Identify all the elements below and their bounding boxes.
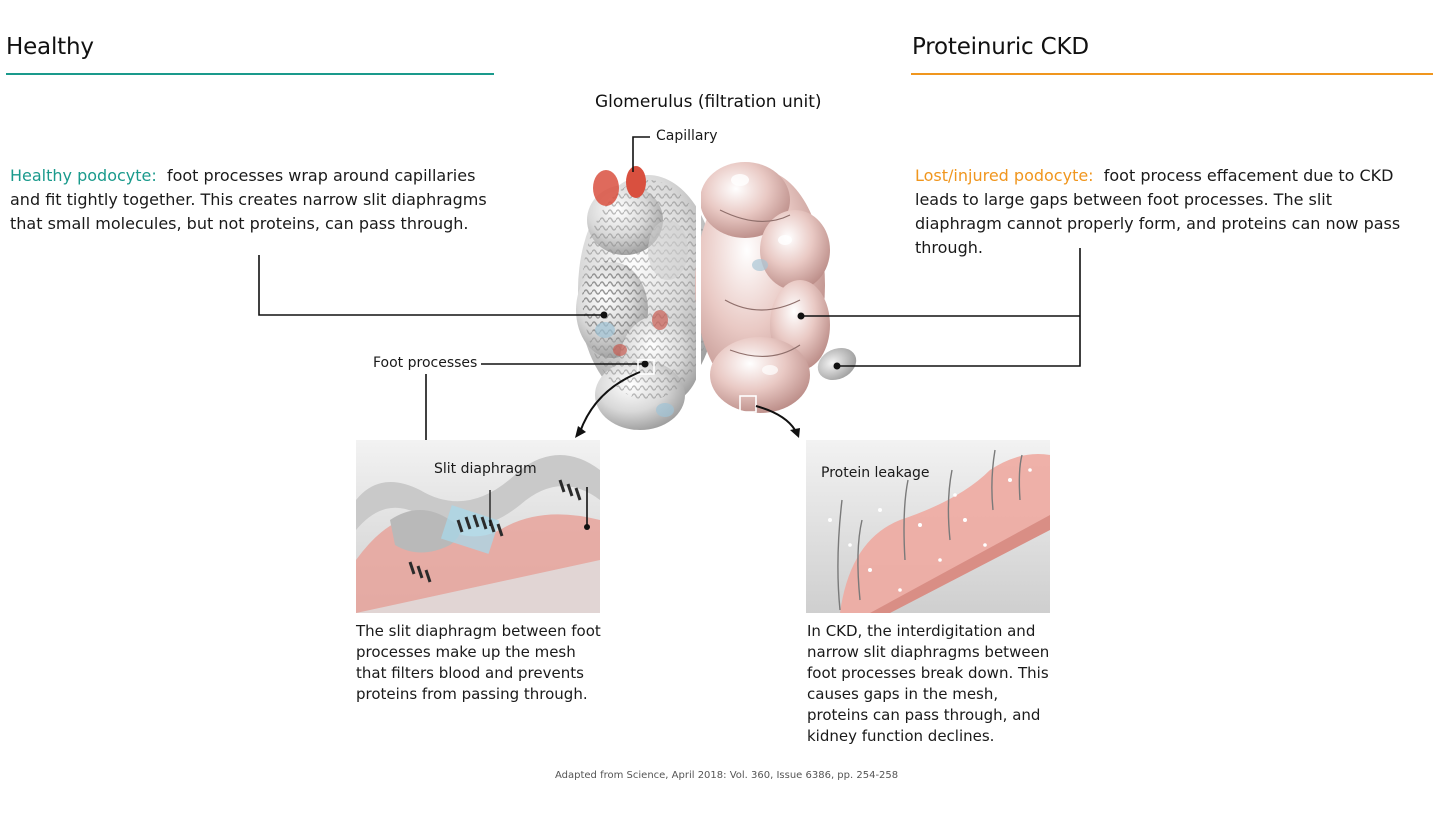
healthy-leader-line (258, 255, 604, 316)
glomerulus-title-rest: (filtration unit) (697, 92, 822, 112)
foot-processes-leader-dot (641, 360, 649, 368)
protein-leakage-label: Protein leakage (821, 465, 930, 481)
healthy-zoom-arrow (579, 371, 641, 433)
source-credit: Adapted from Science, April 2018: Vol. 3… (555, 770, 899, 781)
glomerulus-healthy-half (576, 166, 718, 430)
ckd-caption: In CKD, the interdigitation and narrow s… (807, 622, 1050, 745)
glomerulus-ckd-half (695, 162, 830, 413)
healthy-heading-rule (6, 73, 494, 75)
ckd-zoom-box (739, 395, 757, 413)
ckd-heading-rule (911, 73, 1433, 75)
healthy-zoom-box (637, 359, 655, 375)
healthy-heading: Healthy (6, 34, 94, 60)
ckd-body: foot process effacement due to CKD leads… (915, 166, 1401, 257)
capillary-leader-line (632, 136, 650, 172)
healthy-leader-dot (600, 311, 608, 319)
protein-leakage-panel (806, 440, 1050, 613)
capillary-label: Capillary (656, 128, 718, 144)
foot-processes-label: Foot processes (373, 355, 478, 371)
ckd-heading: Proteinuric CKD (912, 34, 1089, 60)
healthy-description: Healthy podocyte: foot processes wrap ar… (10, 164, 495, 236)
slit-diaphragm-label: Slit diaphragm (434, 461, 537, 477)
ckd-leader-line-cell (837, 248, 1081, 367)
ckd-lead: Lost/injured podocyte: (915, 166, 1094, 185)
ckd-leader-dot-glomerulus (797, 312, 805, 320)
glomerulus-title-bold: Glomerulus (595, 92, 693, 112)
healthy-zoom-arrowhead (575, 426, 586, 438)
ckd-zoom-arrow (755, 405, 796, 431)
glomerulus-divider (696, 160, 701, 425)
healthy-lead: Healthy podocyte: (10, 166, 157, 185)
ckd-description: Lost/injured podocyte: foot process effa… (915, 164, 1420, 260)
glomerulus-title: Glomerulus (filtration unit) (595, 92, 822, 112)
healthy-caption: The slit diaphragm between foot processe… (356, 622, 601, 703)
healthy-body: foot processes wrap around capillaries a… (10, 166, 487, 233)
ckd-leader-dot-cell (833, 362, 841, 370)
slit-diaphragm-panel (356, 440, 600, 613)
ckd-zoom-arrowhead (790, 428, 800, 438)
